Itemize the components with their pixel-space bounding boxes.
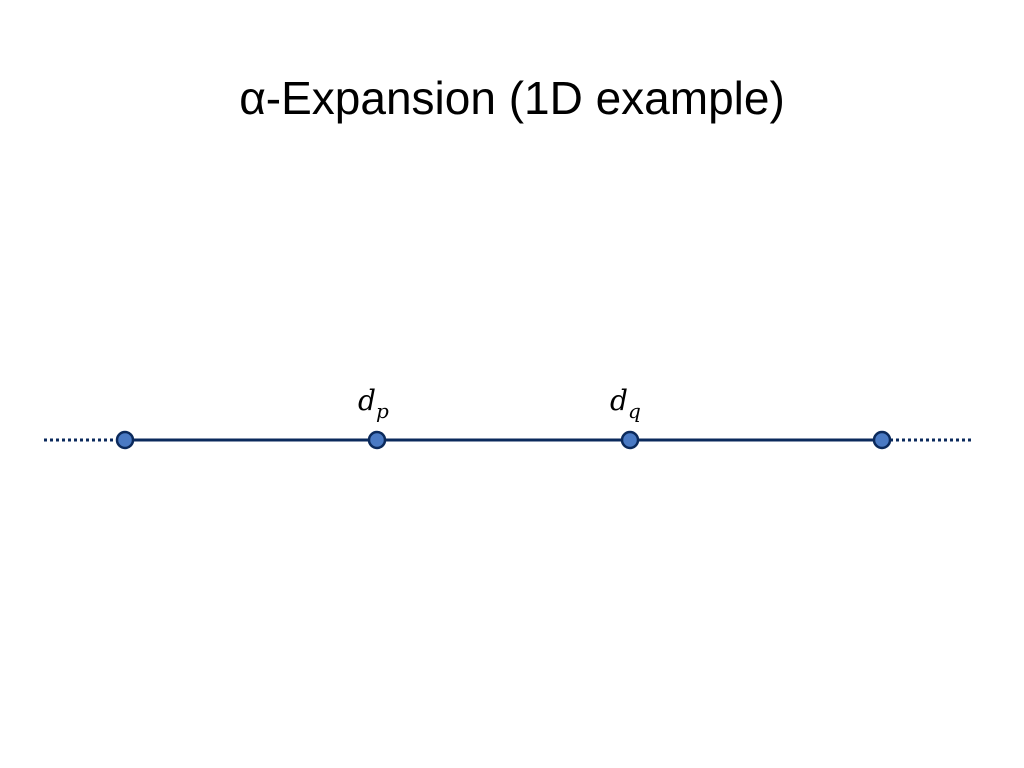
slide-title: α-Expansion (1D example) xyxy=(239,72,785,124)
label-dq-base: d xyxy=(610,384,628,417)
node-1 xyxy=(115,430,135,450)
label-dq: dq xyxy=(610,384,641,423)
label-dp-base: d xyxy=(358,384,376,417)
node-dq xyxy=(620,430,640,450)
label-dq-sub: q xyxy=(628,399,641,423)
label-dp-sub: p xyxy=(376,399,389,423)
node-4 xyxy=(872,430,892,450)
node-dp xyxy=(367,430,387,450)
label-dp: dp xyxy=(358,384,389,423)
